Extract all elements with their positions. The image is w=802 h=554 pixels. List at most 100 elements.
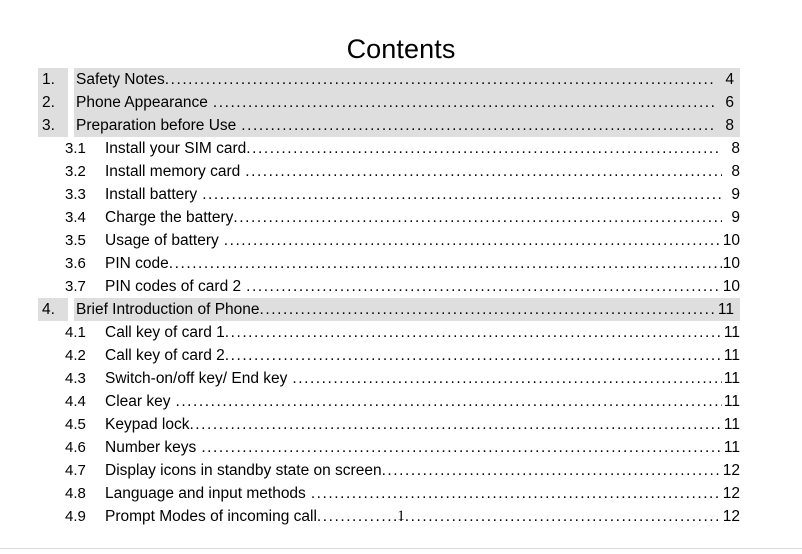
- toc-entry[interactable]: 3.5 Usage of battery 10: [0, 229, 802, 252]
- toc-entry-body: Install battery 9: [105, 183, 740, 206]
- toc-entry[interactable]: 4. Brief Introduction of Phone11: [0, 298, 802, 321]
- toc-dot-leader: [241, 114, 716, 137]
- toc-entry-label: Clear key: [105, 393, 171, 410]
- toc-entry-number: 3.5: [65, 232, 86, 249]
- toc-entry-number: 4.4: [65, 393, 86, 410]
- toc-entry-page-number: 12: [722, 462, 740, 479]
- toc-entry-label: Install battery: [105, 186, 198, 203]
- toc-entry-page-number: 10: [722, 278, 740, 295]
- toc-entry-label: Call key of card 2: [105, 347, 225, 364]
- toc-entry-page-number: 12: [722, 508, 740, 525]
- toc-entry-body: Usage of battery 10: [105, 229, 740, 252]
- footer-page-number: 1: [397, 508, 405, 524]
- toc-dot-leader: [225, 344, 722, 367]
- toc-entry-label: Display icons in standby state on screen: [105, 462, 382, 479]
- toc-entry-page-number: 10: [722, 232, 740, 249]
- toc-entry[interactable]: 3.2 Install memory card8: [0, 160, 802, 183]
- toc-entry-label: Switch-on/off key/ End key: [105, 370, 288, 387]
- toc-entry-page-number: 11: [723, 324, 740, 341]
- toc-entry-page-number: 10: [722, 255, 740, 272]
- toc-dot-leader: [201, 436, 722, 459]
- toc-entry-body: PIN code 10: [105, 252, 740, 275]
- toc-dot-leader: [246, 275, 722, 298]
- toc-entry-body: Language and input methods 12: [105, 482, 740, 505]
- toc-entry-body: Prompt Modes of incoming call 12: [105, 505, 740, 528]
- toc-entry-label: Language and input methods: [105, 485, 306, 502]
- toc-dot-leader: [317, 505, 722, 528]
- toc-entry[interactable]: 4.8 Language and input methods 12: [0, 482, 802, 505]
- toc-entry-number: 4.: [38, 298, 68, 321]
- toc-entry-page-number: 12: [722, 485, 740, 502]
- toc-entry-label: Usage of battery: [105, 232, 219, 249]
- toc-entry-page-number: 6: [725, 94, 734, 111]
- page-boundary-line: [0, 548, 802, 549]
- toc-entry[interactable]: 4.3 Switch-on/off key/ End key11: [0, 367, 802, 390]
- toc-dot-leader: [175, 390, 722, 413]
- toc-entry-label: PIN code: [105, 255, 169, 272]
- table-of-contents: 1. Safety Notes4 2. Phone Appearance6 3. Prep…: [0, 68, 802, 528]
- toc-entry-number: 4.9: [65, 508, 86, 525]
- toc-entry[interactable]: 4.2 Call key of card 2 11: [0, 344, 802, 367]
- toc-entry-label: Install your SIM card: [105, 140, 247, 157]
- toc-entry-body: Install memory card8: [105, 160, 740, 183]
- toc-entry-label: PIN codes of card 2: [105, 278, 242, 295]
- page-title: Contents: [346, 34, 456, 64]
- toc-entry[interactable]: 3.7 PIN codes of card 2 10: [0, 275, 802, 298]
- toc-entry[interactable]: 1. Safety Notes4: [0, 68, 802, 91]
- toc-entry-number: 4.8: [65, 485, 86, 502]
- toc-dot-leader: [292, 367, 722, 390]
- toc-dot-leader: [233, 206, 722, 229]
- toc-entry-body: Brief Introduction of Phone11: [74, 298, 740, 321]
- toc-entry-number: 3.: [38, 114, 68, 137]
- toc-dot-leader: [224, 229, 722, 252]
- toc-dot-leader: [245, 160, 722, 183]
- toc-entry-number: 3.7: [65, 278, 86, 295]
- toc-entry-body: Switch-on/off key/ End key11: [105, 367, 740, 390]
- toc-entry-body: Preparation before Use8: [74, 114, 740, 137]
- toc-entry-page-number: 11: [723, 347, 740, 364]
- toc-entry-number: 4.3: [65, 370, 86, 387]
- toc-entry-number: 1.: [38, 68, 68, 91]
- toc-entry-page-number: 11: [723, 439, 740, 456]
- toc-entry-number: 2.: [38, 91, 68, 114]
- toc-entry-number: 4.5: [65, 416, 86, 433]
- toc-dot-leader: [169, 252, 722, 275]
- toc-entry-body: Call key of card 2 11: [105, 344, 740, 367]
- toc-entry-label: Call key of card 1: [105, 324, 225, 341]
- toc-entry-body: Call key of card 1 11: [105, 321, 740, 344]
- toc-entry-body: Clear key 11: [105, 390, 740, 413]
- toc-entry-label: Keypad lock: [105, 416, 190, 433]
- toc-entry[interactable]: 3.6 PIN code 10: [0, 252, 802, 275]
- toc-entry[interactable]: 4.7 Display icons in standby state on scr…: [0, 459, 802, 482]
- toc-entry-number: 3.1: [65, 140, 86, 157]
- toc-entry-page-number: 9: [731, 186, 740, 203]
- toc-entry-label: Safety Notes: [76, 71, 165, 88]
- toc-entry-page-number: 11: [723, 393, 740, 410]
- toc-entry-number: 4.7: [65, 462, 86, 479]
- toc-entry[interactable]: 2. Phone Appearance6: [0, 91, 802, 114]
- toc-entry[interactable]: 3. Preparation before Use8: [0, 114, 802, 137]
- toc-dot-leader: [246, 137, 722, 160]
- toc-entry[interactable]: 4.9 Prompt Modes of incoming call 12: [0, 505, 802, 528]
- toc-entry-body: Phone Appearance6: [74, 91, 740, 114]
- toc-entry-page-number: 11: [717, 301, 734, 318]
- toc-entry-body: Safety Notes4: [74, 68, 740, 91]
- toc-entry-number: 3.2: [65, 163, 86, 180]
- toc-entry-label: Install memory card: [105, 163, 241, 180]
- toc-dot-leader: [311, 482, 722, 505]
- toc-dot-leader: [382, 459, 722, 482]
- toc-dot-leader: [165, 68, 716, 91]
- toc-entry-number: 4.2: [65, 347, 86, 364]
- toc-entry-label: Number keys: [105, 439, 197, 456]
- toc-entry-label: Prompt Modes of incoming call: [105, 508, 317, 525]
- toc-entry[interactable]: 4.4 Clear key 11: [0, 390, 802, 413]
- toc-dot-leader: [225, 321, 722, 344]
- toc-entry-number: 3.6: [65, 255, 86, 272]
